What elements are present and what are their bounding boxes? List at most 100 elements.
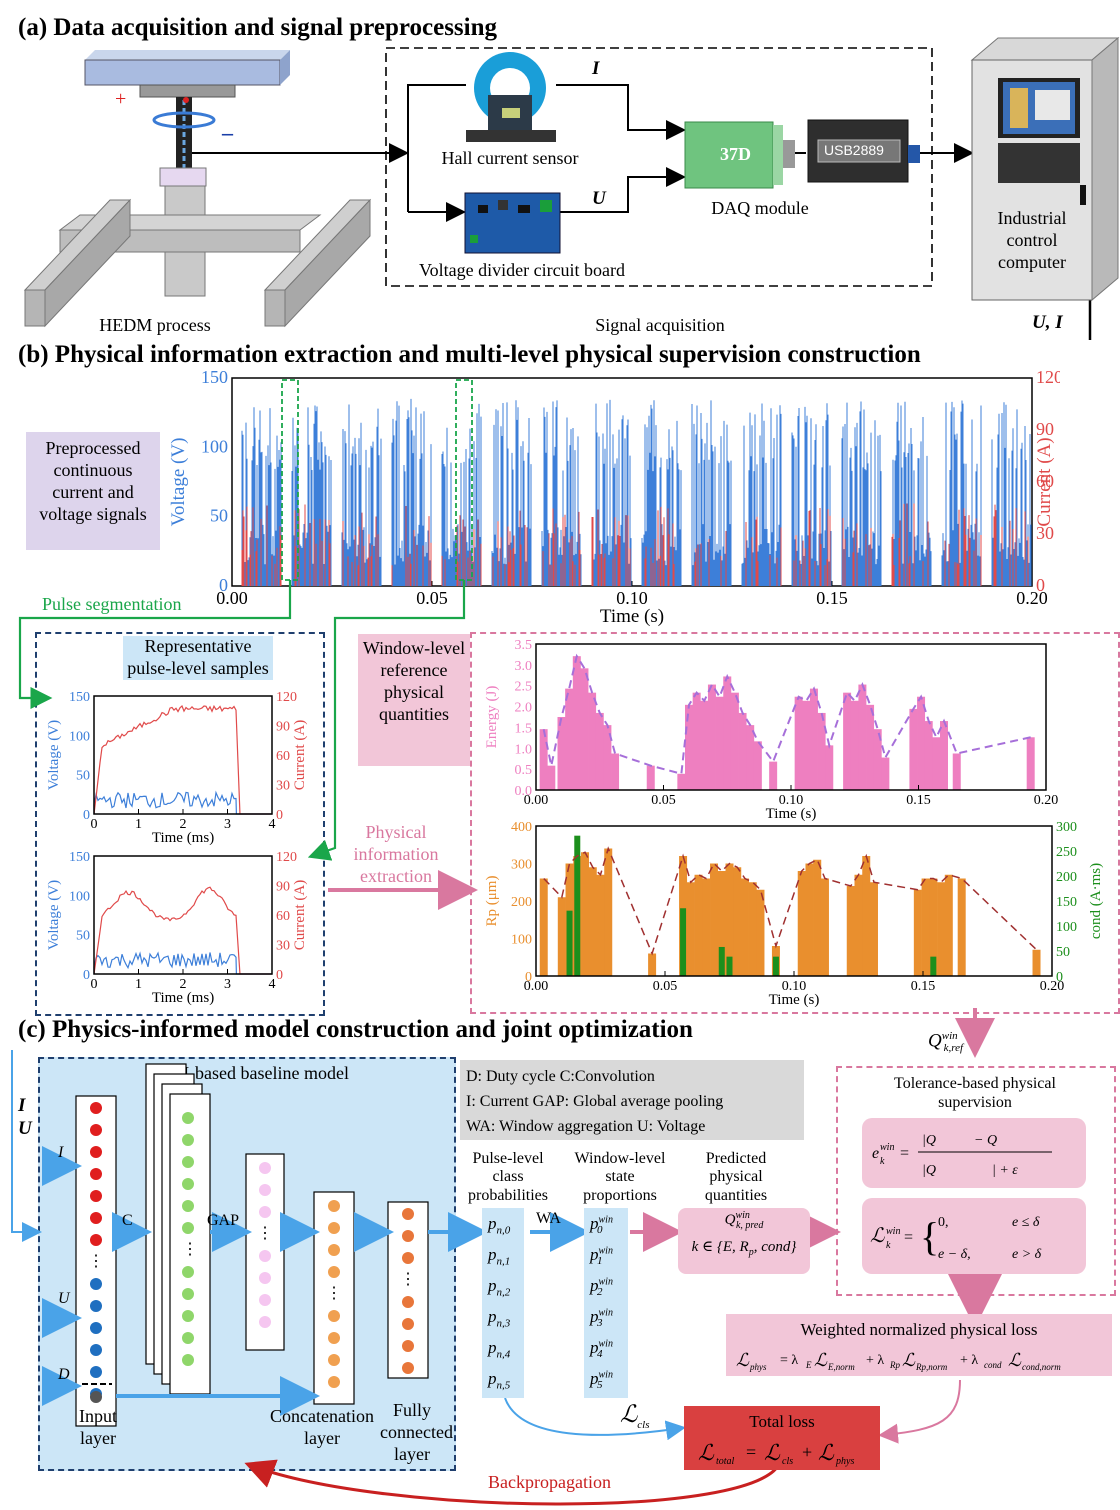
y-tick-label: 1.0 [515, 742, 533, 757]
rp-bar [862, 856, 871, 976]
y-tick-label: 50 [210, 506, 228, 526]
tolerance-box [836, 1066, 1116, 1296]
prob-item: pn,5 [488, 1369, 511, 1392]
energy-bar [700, 700, 709, 790]
voltage-series [93, 951, 272, 975]
svg-text:e > δ: e > δ [1012, 1247, 1042, 1262]
input-node [90, 1168, 102, 1180]
rep-samples-label: Representative pulse-level samples [123, 636, 273, 680]
svg-text:win: win [880, 1142, 894, 1153]
input-node [90, 1322, 102, 1334]
x-tick-label: 0.20 [1040, 979, 1065, 994]
x-tick-label: 0 [91, 977, 98, 992]
rp-bar [929, 878, 938, 976]
x-tick-label: 1 [135, 817, 142, 832]
svg-text:ℒ: ℒ [1008, 1350, 1022, 1370]
svg-text:cond,norm: cond,norm [1022, 1362, 1061, 1372]
y-tick-label: 0.0 [515, 784, 533, 799]
x-tick-label: 0.10 [616, 588, 648, 608]
input-i-label: I [58, 1144, 64, 1161]
svg-text:= λ: = λ [780, 1353, 798, 1368]
y-axis-label: Rp (μm) [484, 876, 500, 927]
section-b-title: (b) Physical information extraction and … [18, 341, 921, 368]
cond-bar [680, 908, 687, 976]
prob-item: pn,2 [488, 1276, 511, 1299]
rp-bar [604, 848, 613, 976]
concat-node [328, 1244, 340, 1256]
input-node [90, 1366, 102, 1378]
svg-text:ℒ: ℒ [764, 1440, 781, 1465]
rp-bar [557, 897, 566, 976]
rp-bar [702, 878, 711, 976]
hedm-machine-illustration [23, 50, 372, 328]
energy-bar [940, 721, 948, 790]
x-tick-label: 0.15 [906, 793, 931, 808]
physical-extraction-label: Physical information extraction [353, 822, 439, 886]
y-tick-label: 300 [511, 858, 532, 873]
x-tick-label: 0 [91, 817, 98, 832]
fc-node [402, 1208, 414, 1220]
y-tick-label: 150 [69, 850, 90, 865]
gap-node [259, 1272, 271, 1284]
legend-line-2: I: Current GAP: Global average pooling [466, 1093, 724, 1110]
y2-tick-label: 30 [276, 939, 290, 954]
energy-bar [858, 684, 867, 790]
part-a-graphics [23, 36, 1120, 340]
ellipsis: ⋮ [182, 1241, 198, 1258]
energy-bar [580, 668, 589, 790]
usb2889-module-icon [807, 119, 920, 183]
input-node [90, 1124, 102, 1136]
concat-node [328, 1332, 340, 1344]
daq-module-label: DAQ module [711, 198, 809, 218]
x-tick-label: 1 [135, 977, 142, 992]
gap-node [259, 1162, 271, 1174]
conv-node [182, 1134, 194, 1146]
energy-bar [881, 757, 890, 790]
energy-bar [557, 717, 566, 790]
svg-text:ℒ: ℒ [902, 1350, 916, 1370]
y-tick-label: 0 [83, 968, 90, 983]
x-tick-label: 0.15 [816, 588, 848, 608]
x-tick-label: 0.10 [782, 979, 807, 994]
y2-axis-label: Current (A) [292, 880, 308, 950]
window-ref-box [470, 632, 1120, 1014]
x-axis-label: Time (ms) [152, 830, 214, 846]
y-tick-label: 0 [525, 970, 532, 985]
signal-acquisition-label: Signal acquisition [595, 315, 725, 335]
section-a-title: (a) Data acquisition and signal preproce… [18, 14, 498, 41]
energy-bar [825, 745, 834, 790]
y-tick-label: 150 [69, 690, 90, 705]
rp-bar [820, 878, 829, 976]
svg-text:0,: 0, [938, 1215, 949, 1230]
part-b-connectors [18, 379, 995, 1058]
energy-bar [677, 773, 686, 790]
fc-node [402, 1318, 414, 1330]
y2-tick-label: 120 [1036, 370, 1060, 387]
conv-op-label: C [122, 1212, 133, 1229]
hedm-label: HEDM process [99, 315, 211, 335]
y2-tick-label: 30 [276, 779, 290, 794]
error-formula-box: e win k = |Q − Q |Q | + ε [862, 1118, 1086, 1188]
svg-text:total: total [716, 1456, 735, 1467]
y-tick-label: 0 [83, 808, 90, 823]
conv-node [182, 1112, 194, 1124]
x-tick-label: 0.20 [1016, 588, 1048, 608]
energy-bar [932, 737, 941, 790]
plus-sign: + [115, 88, 127, 110]
conv-node [182, 1178, 194, 1190]
signal-ui-label: U, I [1032, 312, 1063, 333]
cond-bar [718, 946, 725, 976]
energy-bar [873, 729, 882, 790]
conv-node [182, 1332, 194, 1344]
svg-text:cls: cls [782, 1456, 793, 1467]
energy-bar [769, 761, 778, 790]
rp-bar [710, 863, 719, 976]
y2-axis-label: Current (A) [292, 720, 308, 790]
svg-text:+ λ: + λ [960, 1353, 978, 1368]
energy-bar [753, 741, 762, 790]
pred-title: Predicted physical quantities [704, 1150, 768, 1204]
input-u-label: U [58, 1290, 70, 1307]
daq-37d-module-icon [684, 121, 795, 189]
